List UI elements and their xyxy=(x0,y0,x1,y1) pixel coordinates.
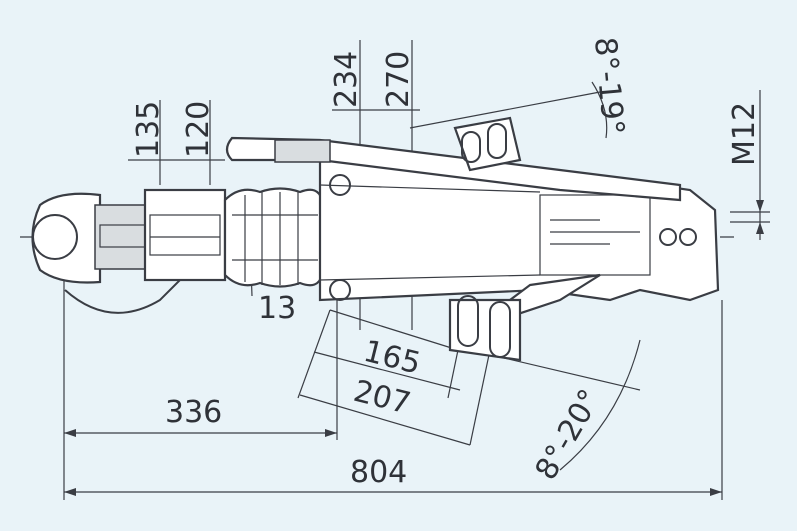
brake-rod-slots xyxy=(448,295,522,362)
shaft-housing xyxy=(143,188,227,282)
dim-120: 120 xyxy=(181,101,216,158)
handbrake-lever xyxy=(225,116,682,202)
dim-165: 165 xyxy=(360,334,424,382)
dim-angle-down: 8°-20° xyxy=(529,384,608,486)
dimension-lines xyxy=(63,40,770,500)
coupling-head xyxy=(31,192,191,314)
bellows xyxy=(223,187,324,288)
dim-336: 336 xyxy=(165,395,222,430)
dim-270: 270 xyxy=(381,51,416,108)
dim-207: 207 xyxy=(350,374,414,422)
dim-13: 13 xyxy=(258,291,296,326)
dim-thread: M12 xyxy=(727,102,762,166)
dim-135: 135 xyxy=(131,101,166,158)
dim-angle-up: 8°-19° xyxy=(587,36,630,137)
dim-234: 234 xyxy=(329,51,364,108)
arrow-heads xyxy=(64,200,764,496)
dim-804: 804 xyxy=(350,455,407,490)
